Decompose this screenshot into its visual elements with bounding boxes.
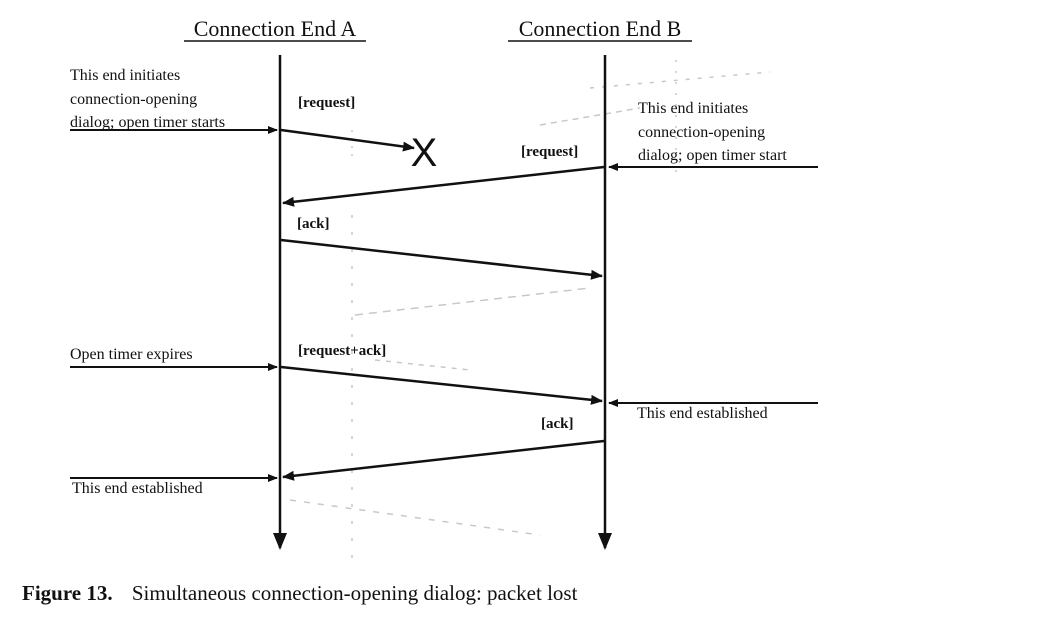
note-a-timer-expires: Open timer expires bbox=[70, 346, 193, 363]
message-ack-b-arrow bbox=[282, 439, 605, 481]
message-ack-a-label: [ack] bbox=[297, 216, 330, 232]
note-a-established: This end established bbox=[72, 480, 203, 497]
lost-packet-marker: X bbox=[411, 131, 438, 175]
message-ack-b-label: [ack] bbox=[541, 416, 574, 432]
note-b-initiates: This end initiates connection-opening di… bbox=[638, 100, 787, 164]
svg-text:This end initiates: This end initiates bbox=[70, 67, 180, 84]
svg-text:connection-opening: connection-opening bbox=[638, 124, 765, 141]
message-request-a-arrow bbox=[280, 128, 415, 152]
lifeline-a-header: Connection End A bbox=[194, 16, 357, 41]
message-request-a-label: [request] bbox=[298, 95, 355, 111]
message-ack-a-arrow bbox=[280, 238, 603, 280]
figure-caption-label: Figure 13. bbox=[22, 581, 113, 605]
figure-caption-text: Simultaneous connection-opening dialog: … bbox=[132, 581, 578, 605]
message-request-ack-a-label: [request+ack] bbox=[298, 343, 386, 359]
svg-text:connection-opening: connection-opening bbox=[70, 91, 197, 108]
svg-text:dialog; open timer start: dialog; open timer start bbox=[638, 147, 787, 164]
lifeline-a-arrowhead bbox=[273, 533, 287, 550]
svg-text:This end initiates: This end initiates bbox=[638, 100, 748, 117]
message-request-b-arrow bbox=[282, 165, 605, 207]
message-request-ack-a-arrow bbox=[280, 365, 603, 405]
message-request-b-label: [request] bbox=[521, 144, 578, 160]
svg-text:dialog; open timer starts: dialog; open timer starts bbox=[70, 114, 225, 131]
scan-artifacts bbox=[289, 60, 771, 560]
figure-caption: Figure 13. Simultaneous connection-openi… bbox=[22, 581, 578, 605]
note-a-initiates: This end initiates connection-opening di… bbox=[70, 67, 225, 131]
lifeline-b-header: Connection End B bbox=[519, 16, 682, 41]
note-b-established: This end established bbox=[637, 405, 768, 422]
lifeline-b-arrowhead bbox=[598, 533, 612, 550]
